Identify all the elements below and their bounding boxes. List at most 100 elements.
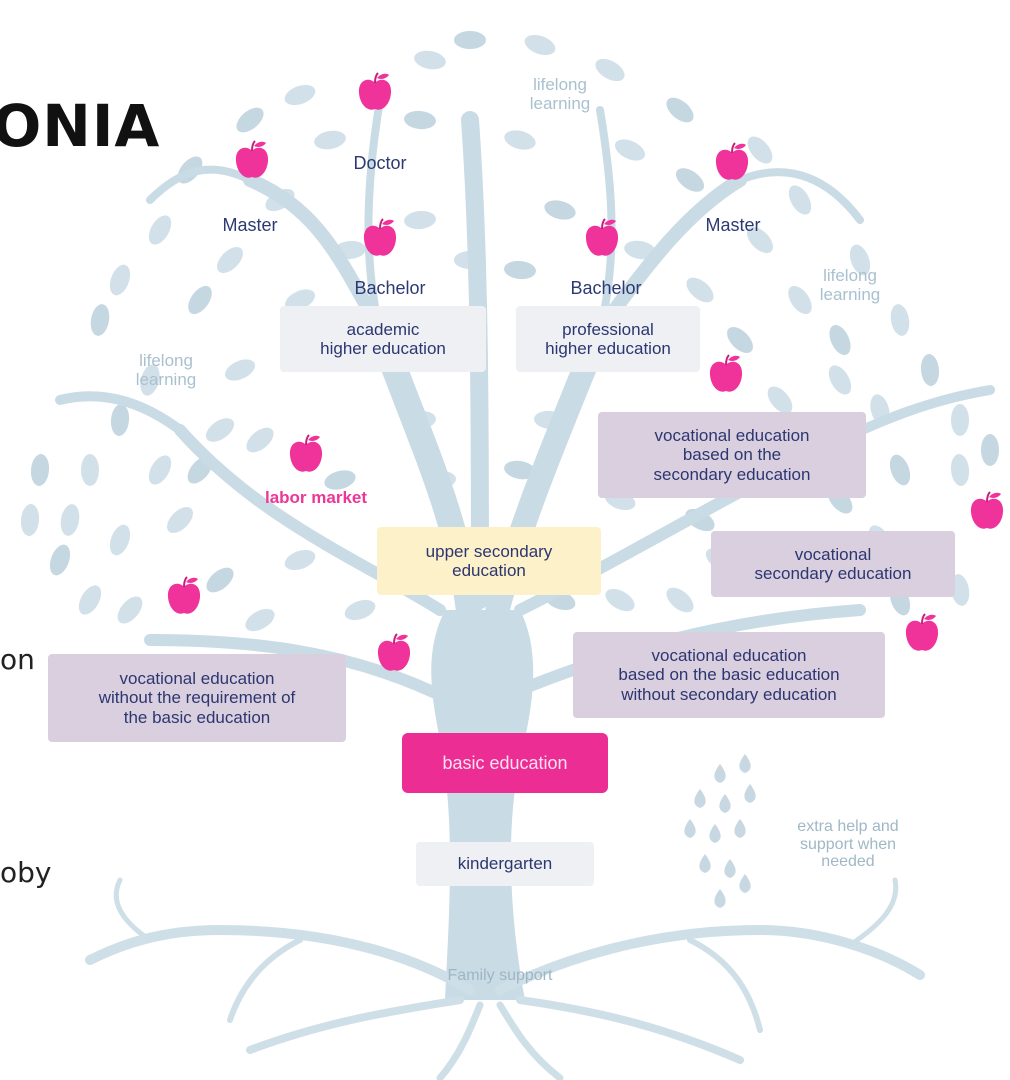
- leaf-icon: [284, 84, 316, 106]
- leaf-icon: [344, 599, 376, 621]
- leaf-icon: [889, 454, 911, 486]
- master-left-label: Master: [222, 215, 278, 235]
- leaf-icon: [117, 596, 143, 624]
- apple-icon: [707, 353, 745, 395]
- leaf-icon: [245, 608, 275, 632]
- leaf-icon: [615, 139, 645, 161]
- bachelor-left-label: Bachelor: [354, 278, 426, 298]
- leaf-icon: [504, 260, 536, 280]
- water-drop-icon: [684, 819, 696, 838]
- page-heading-fragment: ONIA: [0, 92, 161, 160]
- water-drop-icon: [739, 874, 751, 893]
- leaf-icon: [666, 97, 694, 123]
- leaf-icon: [414, 50, 446, 70]
- leaf-icon: [314, 130, 346, 150]
- apple-icon: [713, 141, 751, 183]
- leaf-icon: [60, 504, 80, 536]
- apple-icon: [375, 632, 413, 674]
- kindergarten-box: kindergarten: [416, 842, 594, 886]
- master-right-label: Master: [705, 215, 761, 235]
- apple-icon: [361, 217, 399, 259]
- left-text-fragment-2: oby: [0, 856, 52, 889]
- leaf-icon: [49, 544, 71, 576]
- leaf-icon: [140, 364, 160, 396]
- leaf-icon: [225, 359, 255, 381]
- lifelong-learning-left-label: lifelong learning: [135, 351, 197, 389]
- labor-market-label: labor market: [264, 488, 368, 507]
- leaf-icon: [727, 327, 753, 353]
- leaf-icon: [404, 210, 436, 230]
- leaf-icon: [624, 240, 656, 260]
- water-drop-icon: [714, 764, 726, 783]
- leaf-icon: [109, 264, 131, 296]
- vocational-secondary-based-box: vocational education based on the second…: [598, 412, 866, 498]
- leaf-icon: [605, 588, 635, 612]
- water-drop-icon: [709, 824, 721, 843]
- leaf-icon: [404, 110, 436, 130]
- apple-icon: [968, 490, 1006, 532]
- water-drop-icon: [694, 789, 706, 808]
- leaf-icon: [148, 215, 172, 245]
- leaf-icon: [90, 304, 110, 336]
- leaf-icon: [284, 549, 316, 571]
- apple-icon: [287, 433, 325, 475]
- apple-icon: [233, 139, 271, 181]
- leaf-icon: [246, 427, 274, 453]
- leaf-icon: [788, 185, 812, 215]
- leaf-icon: [828, 365, 852, 395]
- apple-icon: [165, 575, 203, 617]
- professional-higher-education-box: professional higher education: [516, 306, 700, 372]
- leaf-icon: [849, 244, 871, 276]
- leaf-icon: [236, 107, 264, 133]
- doctor-label: Doctor: [353, 153, 407, 173]
- leaf-icon: [167, 507, 193, 533]
- leaf-icon: [951, 404, 969, 436]
- leaf-icon: [686, 277, 714, 303]
- leaf-icon: [666, 587, 694, 613]
- leaf-icon: [920, 354, 940, 386]
- basic-education-box: basic education: [402, 733, 608, 793]
- leaf-icon: [788, 285, 812, 315]
- water-drops: [684, 754, 756, 908]
- leaf-icon: [524, 34, 556, 56]
- water-drop-icon: [714, 889, 726, 908]
- leaf-icon: [747, 227, 773, 253]
- bachelor-right-label: Bachelor: [570, 278, 642, 298]
- apple-icon: [583, 217, 621, 259]
- leaf-icon: [206, 567, 234, 593]
- lifelong-learning-top-label: lifelong learning: [529, 75, 591, 113]
- leaf-icon: [78, 585, 102, 615]
- leaf-icon: [544, 200, 576, 220]
- leaf-icon: [595, 58, 625, 82]
- apple-icon: [903, 612, 941, 654]
- upper-secondary-education-box: upper secondary education: [377, 527, 601, 595]
- vocational-secondary-education-box: vocational secondary education: [711, 531, 955, 597]
- leaf-icon: [109, 524, 131, 556]
- leaf-icon: [747, 136, 773, 164]
- leaf-icon: [188, 285, 212, 315]
- left-text-fragment-1: on: [0, 643, 35, 676]
- leaf-icon: [675, 168, 705, 192]
- water-drop-icon: [734, 819, 746, 838]
- vocational-basic-based-box: vocational education based on the basic …: [573, 632, 885, 718]
- vocational-no-basic-box: vocational education without the require…: [48, 654, 346, 742]
- leaf-icon: [324, 470, 356, 490]
- family-support-label: Family support: [447, 967, 553, 984]
- leaf-icon: [890, 304, 910, 336]
- lifelong-learning-right-label: lifelong learning: [819, 266, 881, 304]
- leaf-icon: [217, 247, 243, 273]
- leaf-icon: [148, 455, 172, 485]
- leaf-icon: [767, 386, 793, 414]
- leaf-icon: [205, 418, 235, 442]
- leaf-icon: [950, 574, 970, 606]
- leaf-icon: [81, 454, 99, 486]
- leaf-icon: [110, 404, 130, 436]
- water-drop-icon: [719, 794, 731, 813]
- water-drop-icon: [739, 754, 751, 773]
- apple-icon: [356, 71, 394, 113]
- extra-help-label: extra help and support when needed: [797, 818, 899, 871]
- leaf-icon: [30, 454, 50, 486]
- leaf-icon: [454, 31, 486, 49]
- academic-higher-education-box: academic higher education: [280, 306, 486, 372]
- leaf-icon: [20, 504, 40, 536]
